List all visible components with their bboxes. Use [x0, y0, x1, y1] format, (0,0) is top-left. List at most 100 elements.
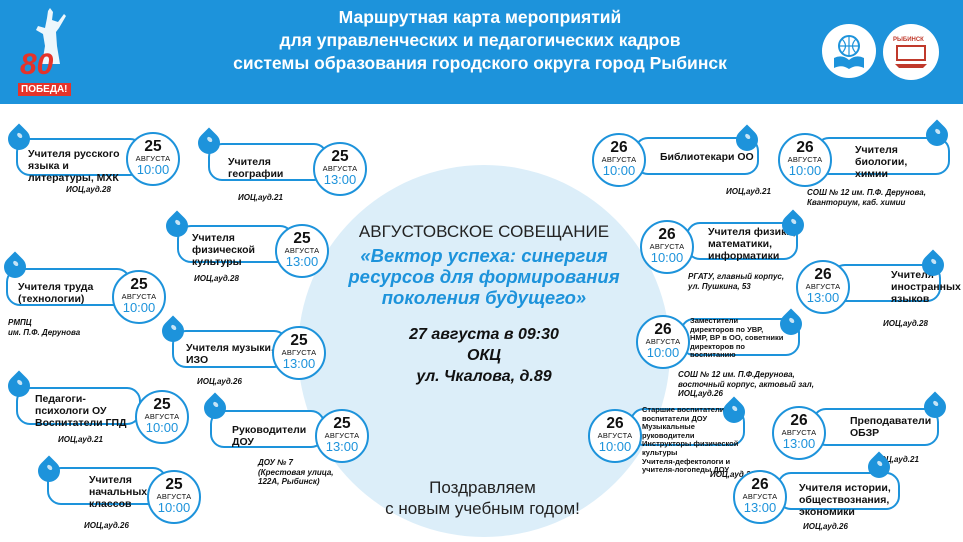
session-label-line: Учителя [89, 474, 132, 486]
session-day: 26 [814, 266, 832, 283]
session-label-line: Учителя истории, [799, 482, 891, 494]
session-location: РГАТУ, главный корпус,ул. Пушкина, 53 [688, 272, 784, 291]
session-label-line: языков [891, 293, 930, 305]
session-day: 26 [606, 415, 624, 432]
session-month: АВГУСТА [597, 431, 633, 440]
session-time: 10:00 [598, 439, 632, 454]
session-label-line: географии [228, 168, 284, 180]
session-label-line: Учителя [891, 269, 934, 281]
session-day: 26 [790, 412, 808, 429]
session-label-line: Учителя русского [28, 148, 120, 160]
session-day: 26 [658, 226, 676, 243]
session-label-line: химии [855, 168, 888, 180]
session-day: 26 [610, 139, 628, 156]
session-location-line: им. П.Ф. Дерунова [8, 327, 81, 337]
session-label-line: воспитанию [690, 350, 736, 360]
session-label-line: культуры [642, 447, 678, 457]
header-banner: 80 ПОБЕДА! Маршрутная карта мероприятий … [0, 0, 963, 104]
session-day: 25 [333, 415, 351, 432]
session-location-line: ИОЦ,ауд.21 [58, 435, 103, 444]
session-label-line: Учителя музыки, [186, 342, 274, 354]
session-month: АВГУСТА [805, 282, 841, 291]
monument-icon [36, 8, 66, 64]
session-day: 25 [165, 476, 183, 493]
session-label-line: ОБЗР [850, 427, 880, 439]
session-location-line: ИОЦ,ауд.26 [84, 521, 129, 530]
session-location: ИОЦ,ауд.26 [803, 522, 848, 532]
session-label-line: Библиотекари ОО [660, 151, 754, 163]
session-location-line: СОШ № 12 им. П.Ф. Дерунова, [807, 188, 926, 197]
session-label-line: Учителя [192, 232, 235, 244]
session-location-line: ДОУ № 7 [258, 458, 293, 467]
session-location-line: ул. Пушкина, 53 [688, 281, 751, 291]
session-month: АВГУСТА [787, 155, 823, 164]
session-label-line: психологи ОУ [35, 405, 107, 417]
page-title: Маршрутная карта мероприятий для управле… [233, 7, 727, 73]
session-day: 26 [654, 321, 672, 338]
session-time: 10:00 [602, 163, 636, 178]
rybinsk-logo: РЫБИНСК [883, 24, 939, 80]
session-label-line: Учителя [228, 156, 271, 168]
session-label-line: начальных [89, 486, 148, 498]
session-month: АВГУСТА [156, 492, 192, 501]
session-location: ИОЦ,ауд.26 [84, 521, 129, 531]
session-location-line: ИОЦ,ауд.26 [197, 377, 242, 386]
session-month: АВГУСТА [284, 246, 320, 255]
session-time: 10:00 [650, 250, 684, 265]
session-location-line: Кванториум, каб. химии [807, 197, 906, 207]
session-time: 13:00 [743, 500, 777, 515]
session-month: АВГУСТА [645, 337, 681, 346]
session-label-line: языка и [28, 160, 69, 172]
session-label: Учителя биологии,химии [855, 144, 948, 180]
session-location: ИОЦ,ауд.21 [726, 187, 771, 197]
session-location-line: ИОЦ,ауд.28 [194, 274, 239, 283]
session-location-line: 122А, Рыбинск) [258, 477, 320, 486]
session-time: 10:00 [646, 345, 680, 360]
session-label-line: Руководители [232, 424, 307, 436]
session-location-line: ИОЦ,ауд.21 [874, 455, 919, 464]
session-month: АВГУСТА [742, 492, 778, 501]
session-time: 10:00 [157, 500, 191, 515]
session-card-right-1: Библиотекари ОО ИОЦ,ауд.21 [634, 137, 771, 196]
session-label-line: НМР, ВР в ОО, советники [690, 333, 784, 343]
session-location: ДОУ № 7(Крестовая улица,122А, Рыбинск) [258, 458, 334, 487]
session-time: 13:00 [285, 254, 319, 269]
session-location: ИОЦ,ауд.21 [58, 435, 103, 445]
session-time: 13:00 [323, 172, 357, 187]
session-label-line: математики, [708, 238, 773, 250]
session-card-left-5: Учителя музыки,ИЗО ИОЦ,ауд.26 [172, 330, 288, 386]
session-label-line: ИЗО [186, 354, 209, 366]
session-label-line: Музыкальные руководители [642, 422, 695, 440]
session-month: АВГУСТА [781, 428, 817, 437]
center-background-circle [298, 165, 670, 537]
session-time: 10:00 [122, 300, 156, 315]
session-label-line: ДОУ [232, 436, 254, 448]
session-label-line: обществознания, [799, 494, 890, 506]
session-label-line: (технологии) [18, 293, 85, 305]
session-label-line: Учителя физики, [708, 226, 796, 238]
session-label-line: экономики [799, 506, 855, 518]
session-label-line: воспитатели ДОУ [642, 413, 708, 423]
session-month: АВГУСТА [121, 292, 157, 301]
session-location: ИОЦ,ауд.28 [710, 470, 755, 480]
session-label-line: директоров по [690, 341, 746, 351]
